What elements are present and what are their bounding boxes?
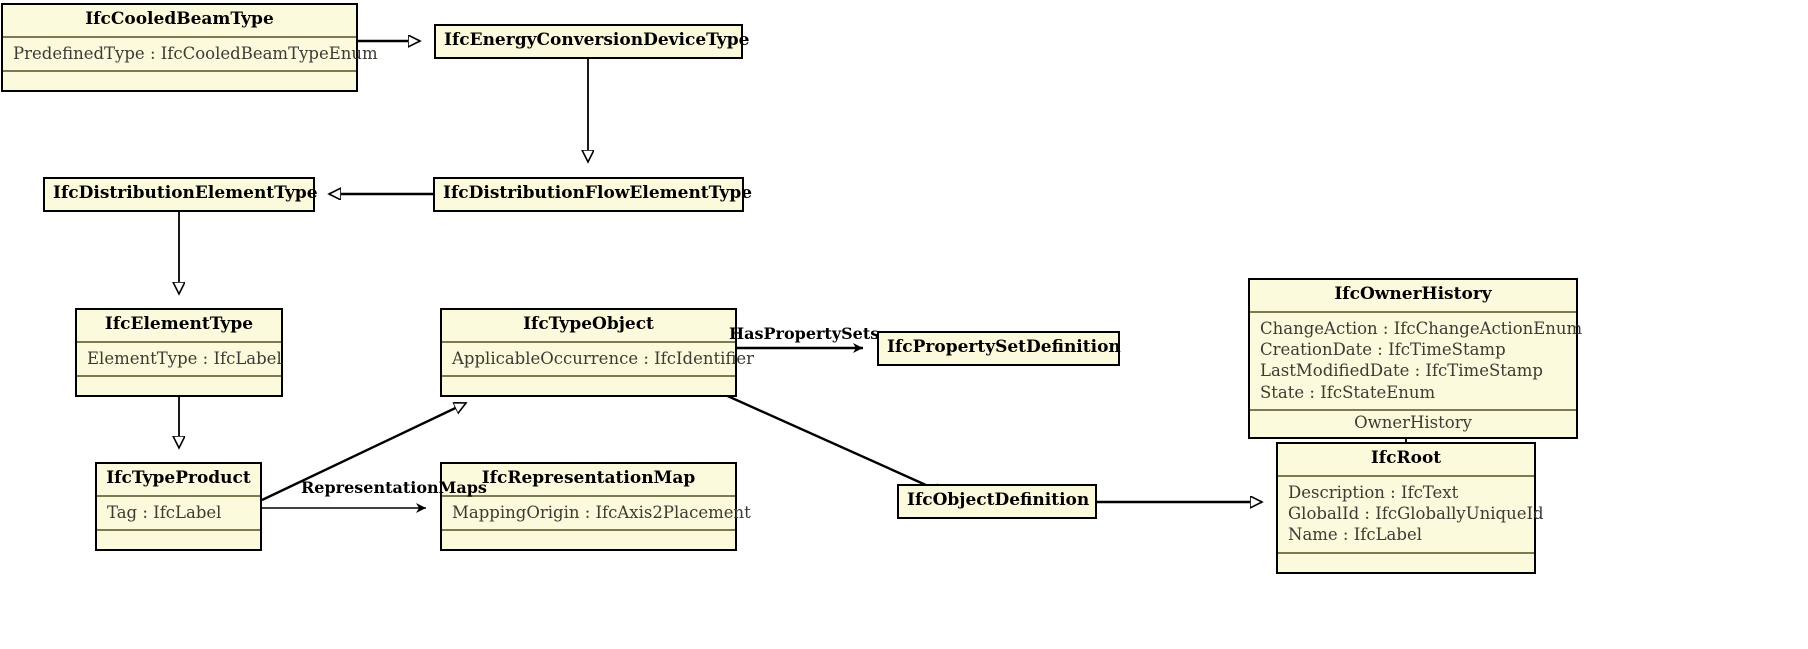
operations-compartment-ifc-type-object (442, 377, 735, 395)
compartment-separator (3, 69, 356, 72)
operations-compartment-ifc-type-product (97, 531, 260, 549)
attribute-row: CreationDate : IfcTimeStamp (1260, 339, 1506, 359)
compartment-separator (442, 494, 735, 497)
operations-compartment-ifc-owner-history: OwnerHistory (1250, 411, 1576, 437)
attributes-compartment-ifc-element-type: ElementType : IfcLabel (77, 343, 282, 375)
attribute-row: PredefinedType : IfcCooledBeamTypeEnum (13, 43, 378, 63)
attribute-row: GlobalId : IfcGloballyUniqueId (1288, 503, 1544, 523)
class-name-ifc-object-definition: IfcObjectDefinition (907, 490, 1090, 510)
class-box-ifc-energy-conversion-device-type[interactable]: IfcEnergyConversionDeviceType (434, 24, 750, 59)
operations-compartment-ifc-cooled-beam-type (3, 72, 356, 90)
operation-row: OwnerHistory (1354, 413, 1472, 433)
compartment-separator (77, 374, 281, 377)
attributes-compartment-ifc-cooled-beam-type: PredefinedType : IfcCooledBeamTypeEnum (3, 38, 378, 70)
edge-label-has-property-sets: HasPropertySets (729, 324, 880, 343)
attribute-row: Tag : IfcLabel (107, 502, 222, 522)
compartment-separator (442, 340, 735, 343)
class-name-ifc-property-set-definition: IfcPropertySetDefinition (887, 337, 1121, 357)
operations-compartment-ifc-root (1278, 554, 1534, 572)
class-name-ifc-element-type: IfcElementType (104, 314, 254, 334)
class-name-ifc-type-object: IfcTypeObject (523, 314, 654, 334)
class-name-ifc-owner-history: IfcOwnerHistory (1334, 284, 1492, 304)
attribute-row: LastModifiedDate : IfcTimeStamp (1260, 361, 1543, 381)
class-name-ifc-root: IfcRoot (1370, 448, 1442, 468)
attribute-row: ElementType : IfcLabel (87, 348, 282, 368)
compartment-separator (1278, 474, 1534, 477)
class-name-ifc-cooled-beam-type: IfcCooledBeamType (85, 9, 274, 29)
class-name-ifc-type-product: IfcTypeProduct (106, 468, 251, 488)
attributes-compartment-ifc-representation-map: MappingOrigin : IfcAxis2Placement (442, 497, 751, 529)
attribute-row: Name : IfcLabel (1288, 525, 1422, 545)
class-box-ifc-object-definition[interactable]: IfcObjectDefinition (897, 484, 1097, 519)
operations-compartment-ifc-element-type (77, 377, 281, 395)
attributes-compartment-ifc-type-product: Tag : IfcLabel (97, 497, 260, 529)
attributes-compartment-ifc-type-object: ApplicableOccurrence : IfcIdentifier (442, 343, 755, 375)
edge-label-representation-maps: RepresentationMaps (301, 478, 487, 497)
attribute-row: State : IfcStateEnum (1260, 382, 1436, 402)
attribute-row: Description : IfcText (1288, 482, 1459, 502)
compartment-separator (97, 528, 260, 531)
edge-typeobject-to-objectdefinition (711, 387, 946, 494)
attribute-row: MappingOrigin : IfcAxis2Placement (452, 502, 751, 522)
compartment-separator (442, 528, 735, 531)
class-name-ifc-distribution-flow-element-type: IfcDistributionFlowElementType (443, 183, 753, 203)
class-box-ifc-distribution-flow-element-type[interactable]: IfcDistributionFlowElementType (433, 177, 753, 212)
compartment-separator (1278, 551, 1534, 554)
compartment-separator (1250, 409, 1576, 412)
attribute-row: ApplicableOccurrence : IfcIdentifier (452, 348, 755, 368)
attribute-row: ChangeAction : IfcChangeActionEnum (1260, 318, 1583, 338)
compartment-separator (77, 340, 281, 343)
compartment-separator (97, 494, 260, 497)
compartment-separator (442, 374, 735, 377)
class-name-ifc-distribution-element-type: IfcDistributionElementType (53, 183, 318, 203)
compartment-separator (1250, 310, 1576, 313)
class-name-ifc-energy-conversion-device-type: IfcEnergyConversionDeviceType (444, 30, 750, 50)
class-name-ifc-representation-map: IfcRepresentationMap (481, 468, 696, 488)
class-box-ifc-property-set-definition[interactable]: IfcPropertySetDefinition (877, 331, 1121, 366)
operations-compartment-ifc-representation-map (442, 531, 735, 549)
compartment-separator (3, 35, 356, 38)
class-box-ifc-distribution-element-type[interactable]: IfcDistributionElementType (43, 177, 318, 212)
